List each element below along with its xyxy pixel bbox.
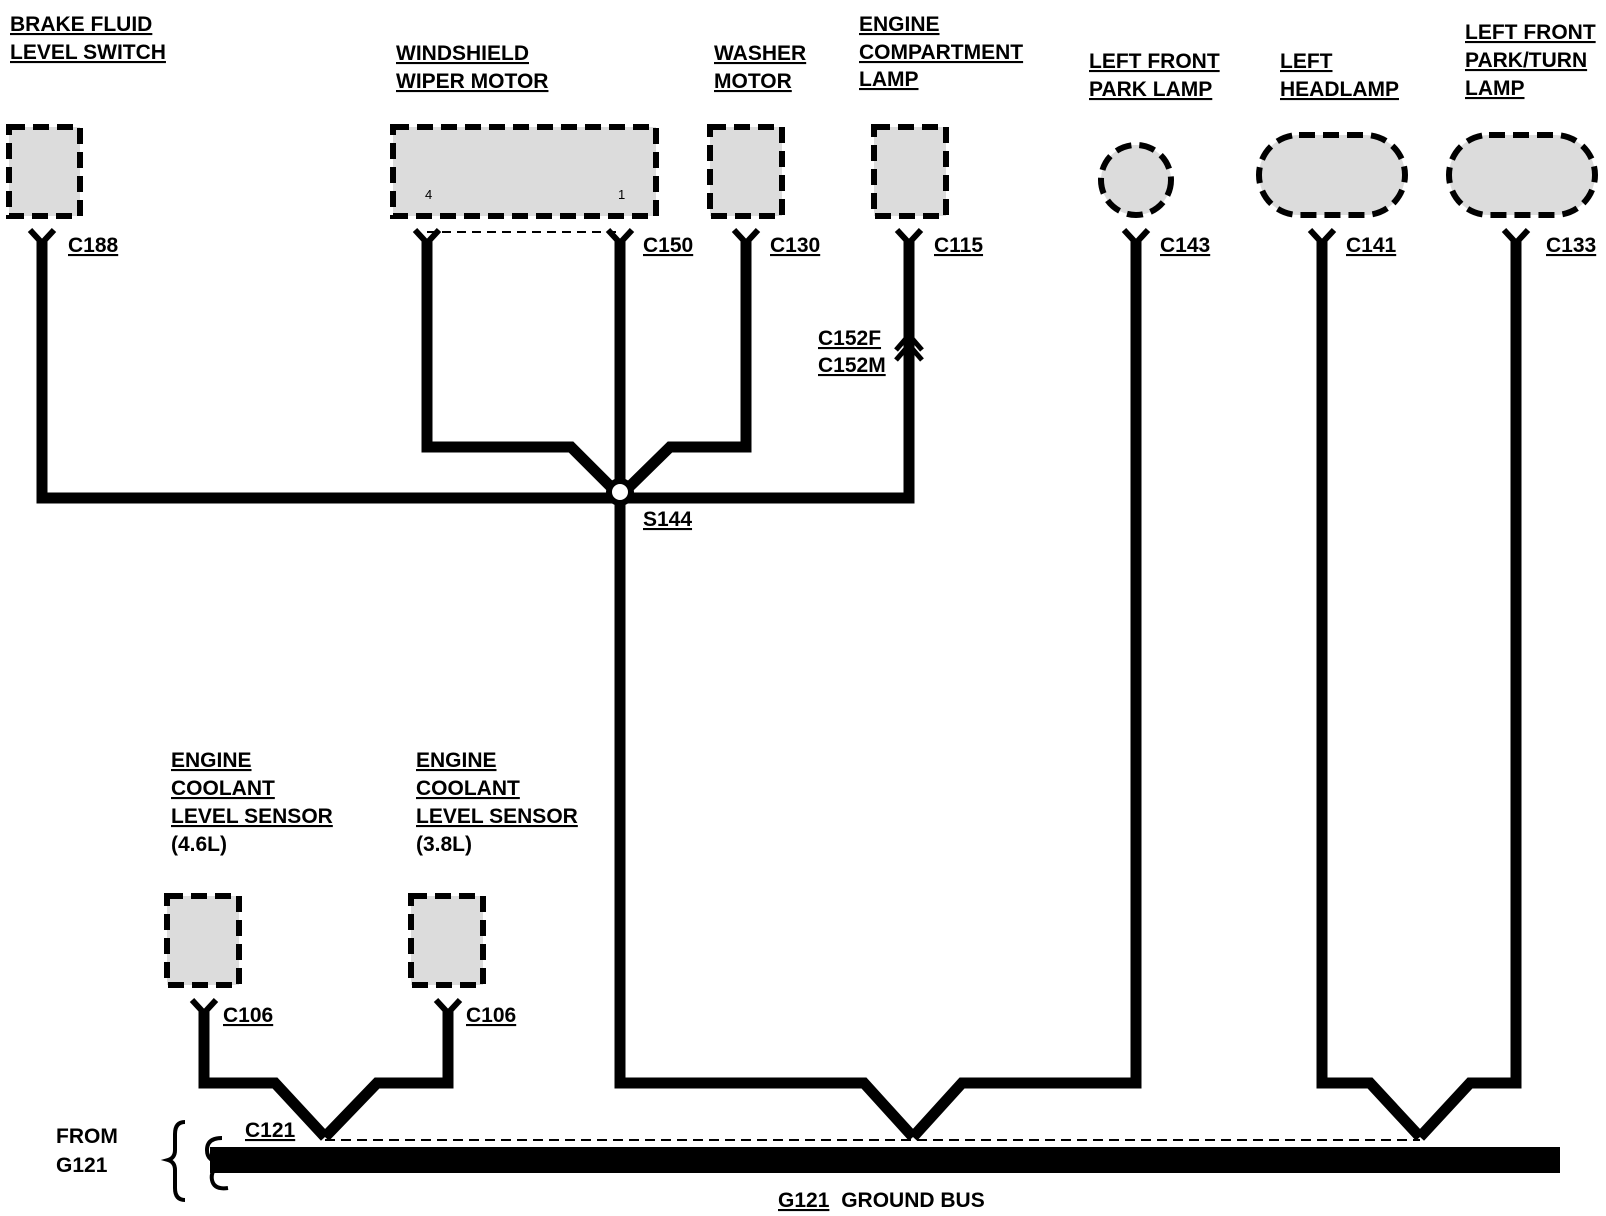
wiper-pin-4: 4 <box>425 187 432 202</box>
washer-motor-label-1: WASHER <box>714 42 806 65</box>
wiper-motor-label-2: WIPER MOTOR <box>396 70 548 93</box>
lf-park-turn-lamp-label-2: PARK/TURN <box>1465 49 1587 72</box>
coolant-sensor-38-symbol <box>408 893 486 988</box>
ground-bus-text: GROUND BUS <box>841 1189 985 1212</box>
lf-park-lamp-symbol <box>1098 142 1174 218</box>
splice-s144 <box>606 478 634 506</box>
coolant-sensor-38-label-1: ENGINE <box>416 749 497 772</box>
wire-brake-fluid <box>36 240 620 504</box>
wire-engine-comp-lamp <box>620 240 915 504</box>
connector-c141: C141 <box>1346 234 1397 257</box>
connector-c152m: C152M <box>818 354 886 377</box>
washer-motor-symbol <box>707 124 785 219</box>
ground-bus-id: G121 <box>778 1189 830 1212</box>
coolant-sensor-46-label-2: COOLANT <box>171 777 275 800</box>
engine-compartment-lamp-label-3: LAMP <box>859 68 919 91</box>
wire-lf-park-turn-lamp <box>1415 240 1522 1141</box>
lf-park-turn-lamp-label-3: LAMP <box>1465 77 1525 100</box>
brake-fluid-switch-label-1: BRAKE FLUID <box>10 13 152 36</box>
coolant-sensor-46-label-1: ENGINE <box>171 749 252 772</box>
connector-c152f: C152F <box>818 327 881 350</box>
lf-park-turn-lamp-label-1: LEFT FRONT <box>1465 21 1596 44</box>
wire-splice-down <box>614 498 918 1141</box>
inline-connector-c152 <box>894 331 924 362</box>
connector-c143: C143 <box>1160 234 1210 257</box>
wire-washer-motor <box>616 240 752 500</box>
left-headlamp-symbol <box>1256 132 1408 218</box>
wire-coolant-38 <box>321 1010 454 1141</box>
ground-bus-label: G121 GROUND BUS <box>778 1189 985 1212</box>
coolant-sensor-46-variant: (4.6L) <box>171 833 227 856</box>
ground-bus-brace <box>160 1120 186 1202</box>
brake-fluid-switch-symbol <box>6 124 83 219</box>
connector-c115: C115 <box>934 234 983 257</box>
coolant-sensor-38-label-2: COOLANT <box>416 777 520 800</box>
engine-compartment-lamp-symbol <box>871 124 949 219</box>
splice-label-s144: S144 <box>643 508 692 531</box>
ground-bus-tap <box>204 1136 229 1191</box>
coolant-sensor-46-symbol <box>164 893 242 988</box>
wire-coolant-46 <box>198 1010 330 1141</box>
wire-left-headlamp <box>1316 240 1425 1141</box>
engine-compartment-lamp-label-2: COMPARTMENT <box>859 41 1023 64</box>
ground-bus-bar <box>210 1147 1560 1173</box>
lf-park-turn-lamp-symbol <box>1446 132 1598 218</box>
left-headlamp-label-2: HEADLAMP <box>1280 78 1399 101</box>
connector-c106-a: C106 <box>223 1004 273 1027</box>
wiper-pin-1: 1 <box>618 187 625 202</box>
engine-compartment-lamp-label-1: ENGINE <box>859 13 940 36</box>
lf-park-lamp-label-2: PARK LAMP <box>1089 78 1212 101</box>
connector-c188: C188 <box>68 234 119 257</box>
connector-c133: C133 <box>1546 234 1596 257</box>
brake-fluid-switch-label-2: LEVEL SWITCH <box>10 41 166 64</box>
left-headlamp-label-1: LEFT <box>1280 50 1333 73</box>
connector-c130: C130 <box>770 234 820 257</box>
coolant-sensor-46-label-3: LEVEL SENSOR <box>171 805 333 828</box>
connector-c106-b: C106 <box>466 1004 516 1027</box>
wiper-motor-symbol <box>390 124 659 219</box>
wiper-motor-label-1: WINDSHIELD <box>396 42 529 65</box>
coolant-sensor-38-variant: (3.8L) <box>416 833 472 856</box>
connector-c150: C150 <box>643 234 693 257</box>
from-label-1: FROM <box>56 1125 118 1148</box>
wire-lf-park-lamp <box>908 240 1142 1141</box>
connector-c121: C121 <box>245 1119 296 1142</box>
from-label-2: G121 <box>56 1154 108 1177</box>
washer-motor-label-2: MOTOR <box>714 70 792 93</box>
lf-park-lamp-label-1: LEFT FRONT <box>1089 50 1220 73</box>
coolant-sensor-38-label-3: LEVEL SENSOR <box>416 805 578 828</box>
wire-wiper-pin4 <box>421 240 624 500</box>
